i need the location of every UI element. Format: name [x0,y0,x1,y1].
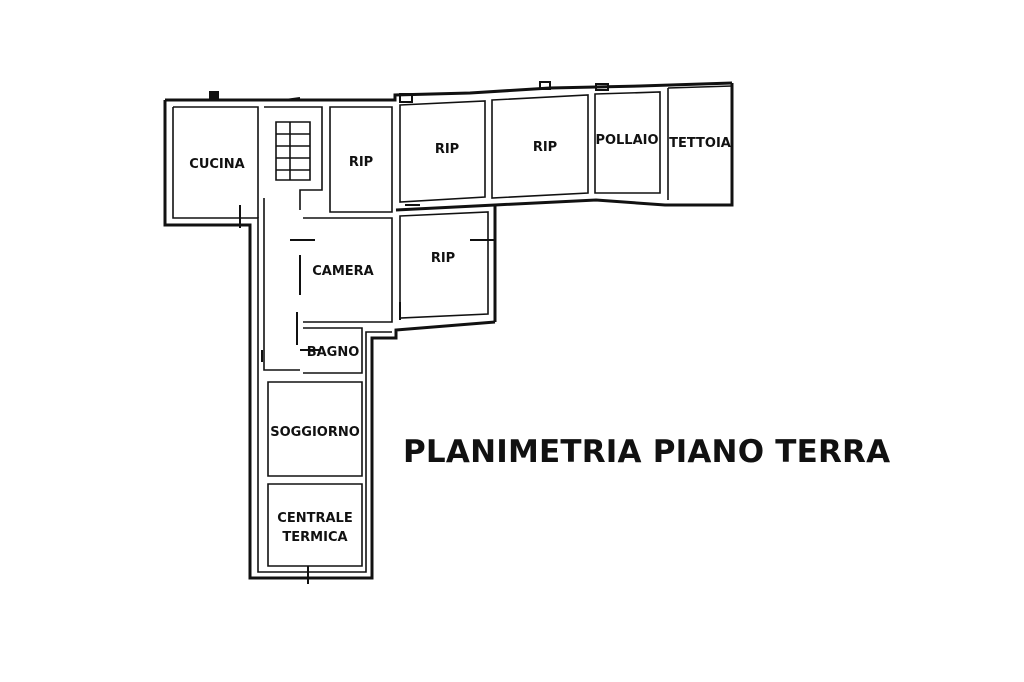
label-centrale-line2: TERMICA [282,530,347,545]
room-rip-1-outline [329,106,393,213]
room-soggiorno-outline [267,381,363,477]
stair-outline [264,106,323,210]
room-rip-4-outline [399,211,489,319]
room-rip-2-outline [399,100,486,203]
room-pollaio-outline [594,91,661,194]
label-soggiorno: SOGGIORNO [270,425,360,440]
outer-walls [163,81,734,580]
label-pollaio: POLLAIO [595,133,658,148]
door-marks [239,204,495,584]
room-tettoia-outline [667,85,733,200]
label-bagno: BAGNO [307,345,360,360]
label-rip-2: RIP [435,142,459,157]
room-bagno-outline [303,327,363,374]
room-cucina-outline [173,106,259,218]
room-camera-outline [303,217,393,323]
label-rip-4: RIP [431,251,455,266]
room-centrale-outline [267,483,363,567]
label-rip-1: RIP [349,155,373,170]
roof-marks [209,81,609,103]
room-rip-3-outline [491,94,589,199]
label-tettoia: TETTOIA [669,136,731,151]
label-cucina: CUCINA [189,157,244,172]
label-camera: CAMERA [312,264,374,279]
label-rip-3: RIP [533,140,557,155]
inner-walls [172,85,733,573]
label-centrale-line1: CENTRALE [277,511,352,526]
plan-title: PLANIMETRIA PIANO TERRA [403,434,891,470]
